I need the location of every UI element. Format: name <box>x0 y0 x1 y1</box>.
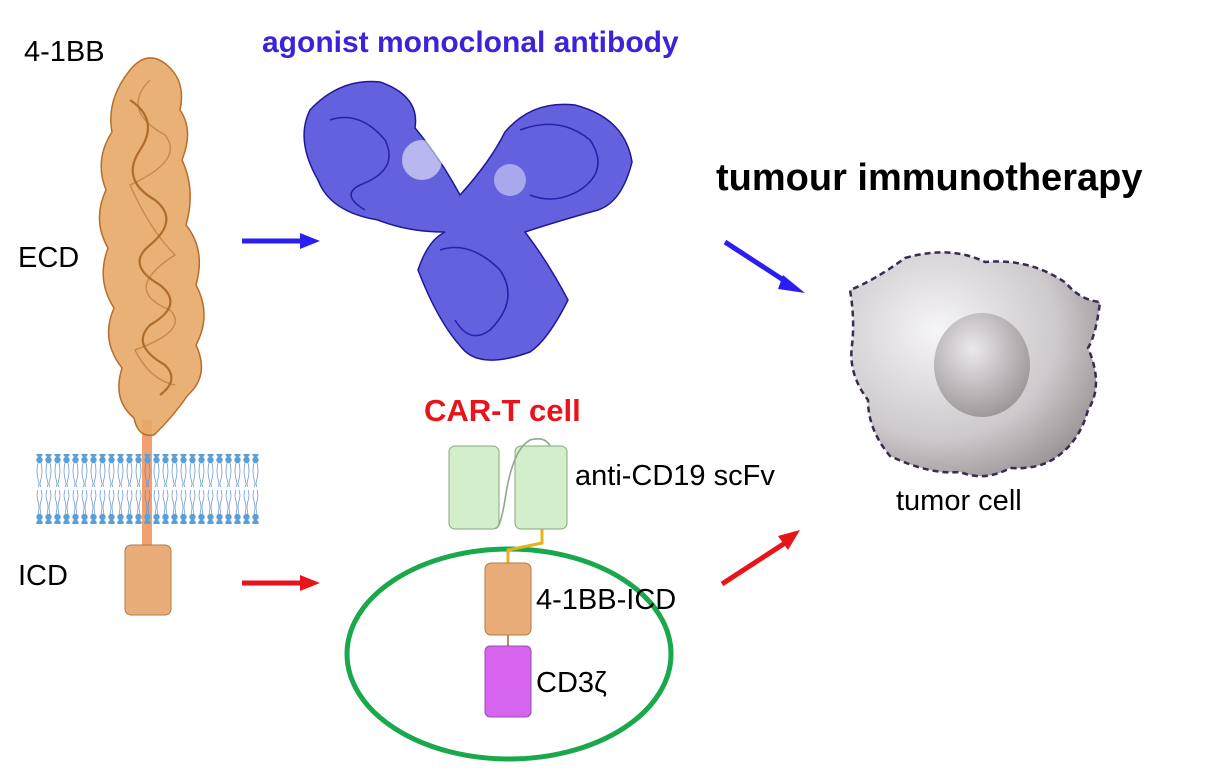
label-icd: ICD <box>18 560 68 592</box>
scfv-linker <box>494 438 551 529</box>
hinge-linker <box>506 529 544 566</box>
label-scfv: anti-CD19 scFv <box>575 460 775 492</box>
icd-domain <box>124 544 172 616</box>
label-car-t: CAR-T cell <box>424 393 581 428</box>
bb-icd-domain <box>484 562 532 636</box>
tumor-nucleus <box>934 313 1030 417</box>
arrow-to-antibody <box>242 233 320 249</box>
cd3z-domain <box>484 645 532 718</box>
label-cd3z: CD3ζ <box>536 667 607 699</box>
antibody-hole-right <box>494 164 526 196</box>
car-t-construct <box>344 438 674 762</box>
receptor-4-1bb <box>35 57 260 616</box>
label-bb-icd: 4-1BB-ICD <box>536 584 677 616</box>
arrow-car-to-tumor <box>720 530 800 587</box>
label-tumor-cell: tumor cell <box>896 485 1022 517</box>
antibody-strands <box>329 116 599 337</box>
ecd-surface <box>98 57 205 437</box>
arrow-antibody-to-tumor <box>723 239 805 293</box>
tumor-cell <box>848 251 1102 478</box>
label-ecd: ECD <box>18 242 80 274</box>
antibody-hole-left <box>402 140 442 180</box>
membrane <box>35 454 260 524</box>
ecd-strands-2 <box>129 79 177 386</box>
arrow-to-car <box>242 575 320 591</box>
antibody-surface <box>303 80 633 361</box>
label-therapy: tumour immunotherapy <box>716 157 1143 199</box>
label-4-1bb: 4-1BB <box>24 36 105 68</box>
scfv-domain-right <box>514 445 568 530</box>
monoclonal-antibody <box>303 80 633 361</box>
ecd-strands <box>129 99 173 396</box>
label-antibody: agonist monoclonal antibody <box>262 26 679 59</box>
scfv-domain-left <box>448 445 500 530</box>
